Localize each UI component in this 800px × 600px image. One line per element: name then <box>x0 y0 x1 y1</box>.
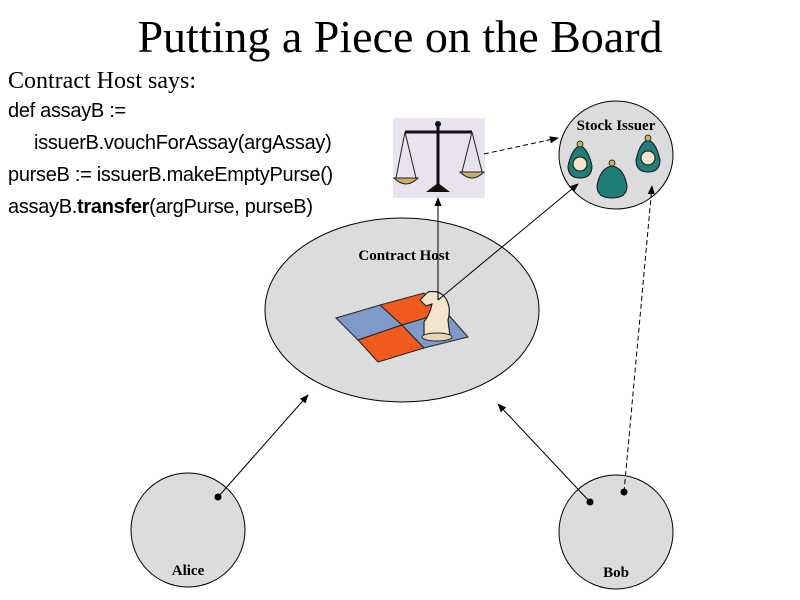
alice-label: Alice <box>172 563 205 579</box>
code-line-3: purseB := issuerB.makeEmptyPurse() <box>8 164 333 186</box>
code-line-4-method: transfer <box>77 196 150 218</box>
code-line-2: issuerB.vouchForAssay(argAssay) <box>34 132 332 154</box>
slide-title: Putting a Piece on the Board <box>137 11 663 62</box>
contract-host-label: Contract Host <box>358 248 449 264</box>
money-bag-icon <box>567 140 593 179</box>
intro-text: Contract Host says: <box>8 68 196 94</box>
scales-to-issuer-arrow <box>483 136 559 155</box>
scales-icon <box>392 118 486 198</box>
money-bag-icon <box>635 134 661 173</box>
alice-reference-dot <box>214 493 222 501</box>
code-line-4-object: assayB. <box>8 196 78 218</box>
alice-to-host-arrow <box>217 394 309 498</box>
money-bag-icon <box>596 159 628 199</box>
stock-issuer-label: Stock Issuer <box>577 118 656 134</box>
bob-to-host-arrow <box>497 403 591 503</box>
code-line-4-args: (argPurse, purseB) <box>149 196 313 218</box>
bob-reference-dot <box>586 498 594 506</box>
bob-label: Bob <box>603 565 629 581</box>
host-to-issuer-arrow <box>437 183 579 301</box>
chess-board-icon <box>335 292 469 363</box>
code-line-4: assayB.transfer(argPurse, purseB) <box>8 196 313 219</box>
code-line-1: def assayB := <box>8 100 126 122</box>
alice-node[interactable] <box>130 472 246 588</box>
knight-piece-icon <box>419 290 453 342</box>
bob-to-issuer-arrow <box>623 185 655 493</box>
bob-issuer-reference-dot <box>620 488 628 496</box>
stock-issuer-node[interactable] <box>558 100 674 210</box>
